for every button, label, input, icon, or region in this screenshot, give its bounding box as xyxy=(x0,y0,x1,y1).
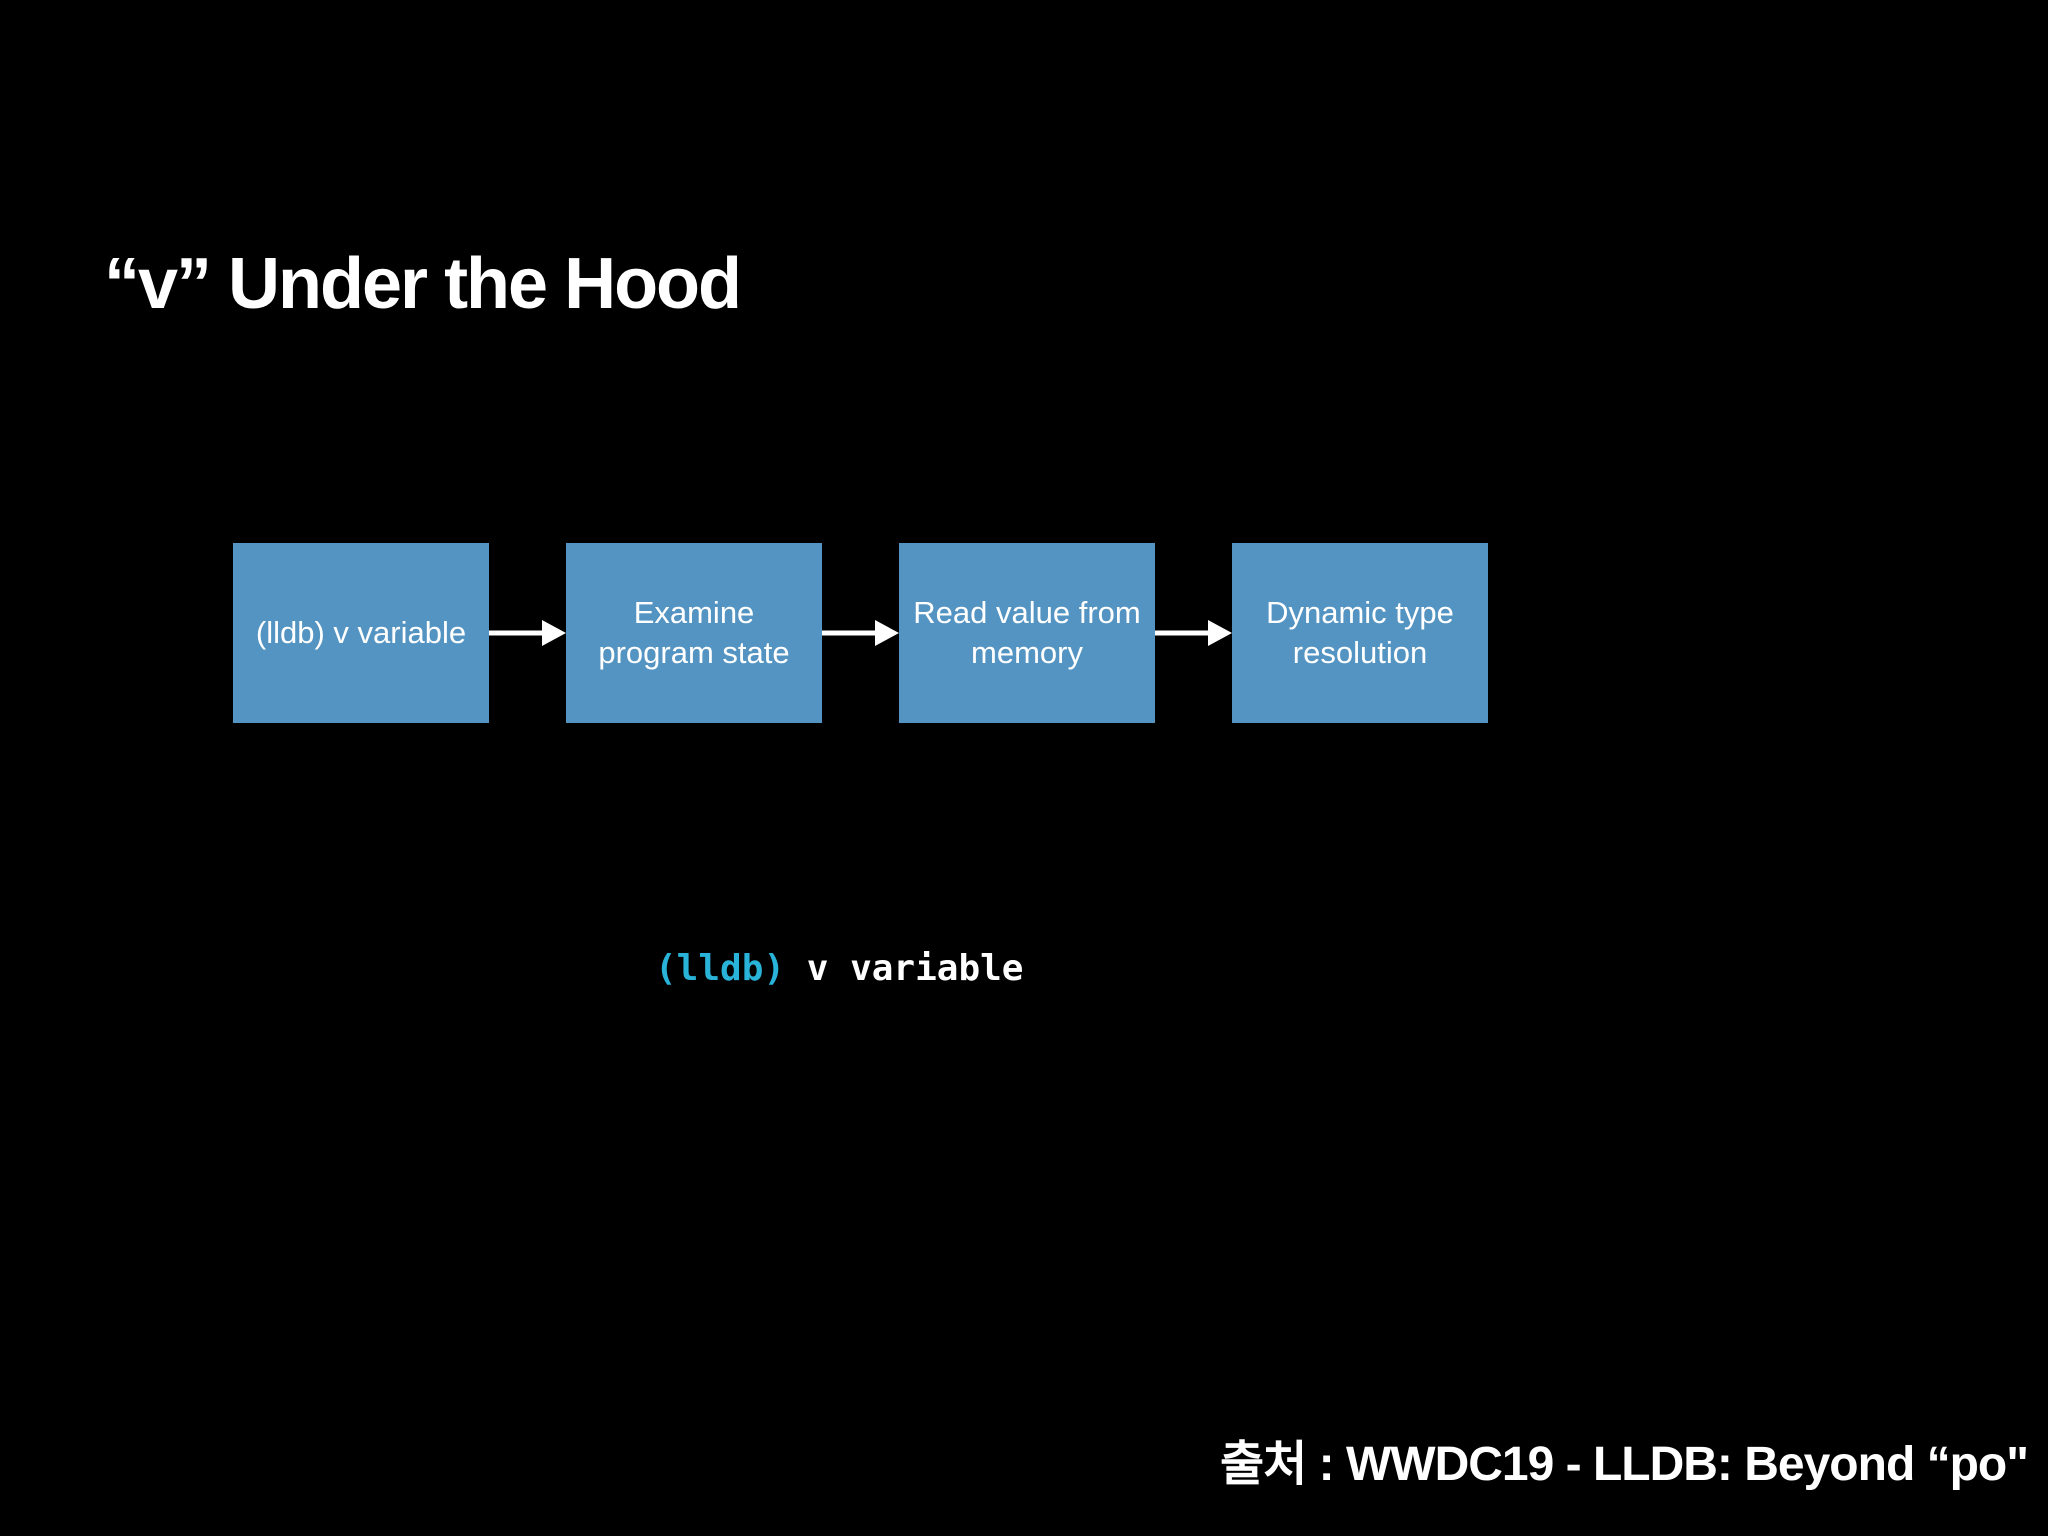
flow-step-4-label-line2: resolution xyxy=(1292,635,1428,670)
flow-step-4-label: Dynamic type xyxy=(1266,595,1454,630)
flow-step-2-label: Examine xyxy=(633,595,755,630)
flow-step-3: Read value from memory xyxy=(899,543,1155,723)
slide-title: “v” Under the Hood xyxy=(104,244,742,324)
flow-arrow-1 xyxy=(489,543,566,723)
flow-diagram: (lldb) v variable Examine program state … xyxy=(233,543,1488,723)
flow-step-2-label-line2: program state xyxy=(598,635,790,670)
flow-step-1-label: (lldb) v variable xyxy=(255,615,467,650)
code-line: (lldb) v variable xyxy=(655,948,1023,989)
source-attribution: 출처 : WWDC19 - LLDB: Beyond “po" xyxy=(1220,1438,2029,1491)
flow-step-4: Dynamic type resolution xyxy=(1232,543,1488,723)
flow-step-3-label: Read value from xyxy=(913,595,1141,630)
lldb-prompt: (lldb) xyxy=(655,948,786,989)
flow-step-2: Examine program state xyxy=(566,543,822,723)
flow-step-1: (lldb) v variable xyxy=(233,543,489,723)
flow-arrow-3 xyxy=(1155,543,1232,723)
flow-arrow-2 xyxy=(822,543,899,723)
flow-step-3-label-line2: memory xyxy=(971,635,1083,670)
lldb-command: v variable xyxy=(785,948,1024,989)
